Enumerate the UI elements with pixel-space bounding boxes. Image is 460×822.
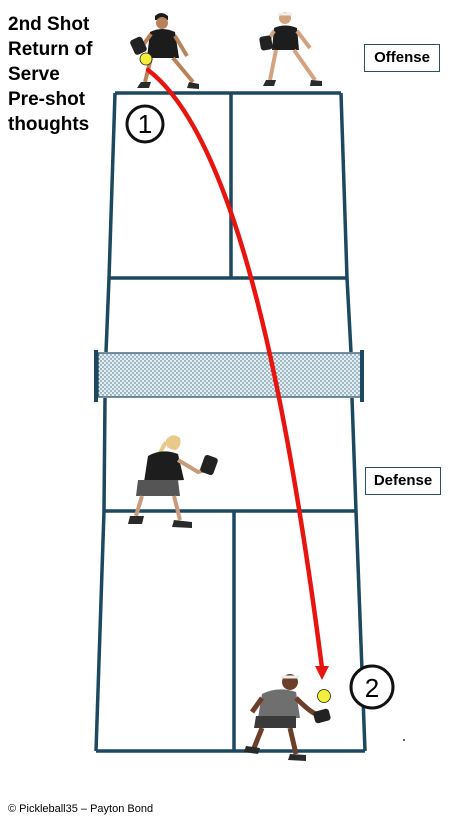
title-line: thoughts: [8, 114, 90, 135]
title-line: Return of: [8, 39, 93, 60]
title-line: Serve: [8, 64, 60, 85]
shot-path: [145, 67, 329, 680]
far-left-sideline: [107, 92, 117, 279]
player-near-left-icon: [128, 435, 218, 528]
ball-icon: [139, 52, 153, 66]
near-kitchen-left: [102, 397, 107, 512]
court-lines: [94, 91, 367, 753]
offense-label: Offense: [364, 44, 440, 72]
player-near-right-icon: [244, 674, 331, 761]
player-far-right-icon: [259, 12, 322, 86]
near-left-sideline: [94, 510, 106, 752]
defense-label: Defense: [365, 467, 441, 495]
diagram-title: 2nd Shot Return of Serve Pre-shot though…: [8, 12, 118, 137]
arrow-head-icon: [315, 666, 329, 680]
marker-end: 2: [349, 664, 395, 710]
net: [94, 350, 364, 402]
far-kitchen-left: [104, 277, 111, 353]
near-right-sideline: [354, 510, 367, 752]
far-right-sideline: [339, 92, 349, 279]
far-kitchen-right: [345, 277, 353, 353]
title-line: Pre-shot: [8, 89, 86, 110]
marker-start-label: 1: [138, 109, 152, 139]
title-line: 2nd Shot: [8, 14, 90, 35]
marker-start: 1: [125, 104, 165, 144]
marker-end-label: 2: [365, 673, 379, 703]
ball-icon: [317, 689, 331, 703]
copyright-credit: © Pickleball35 – Payton Bond: [8, 803, 154, 815]
player-far-left-icon: [130, 13, 199, 89]
near-kitchen-right: [350, 397, 358, 512]
